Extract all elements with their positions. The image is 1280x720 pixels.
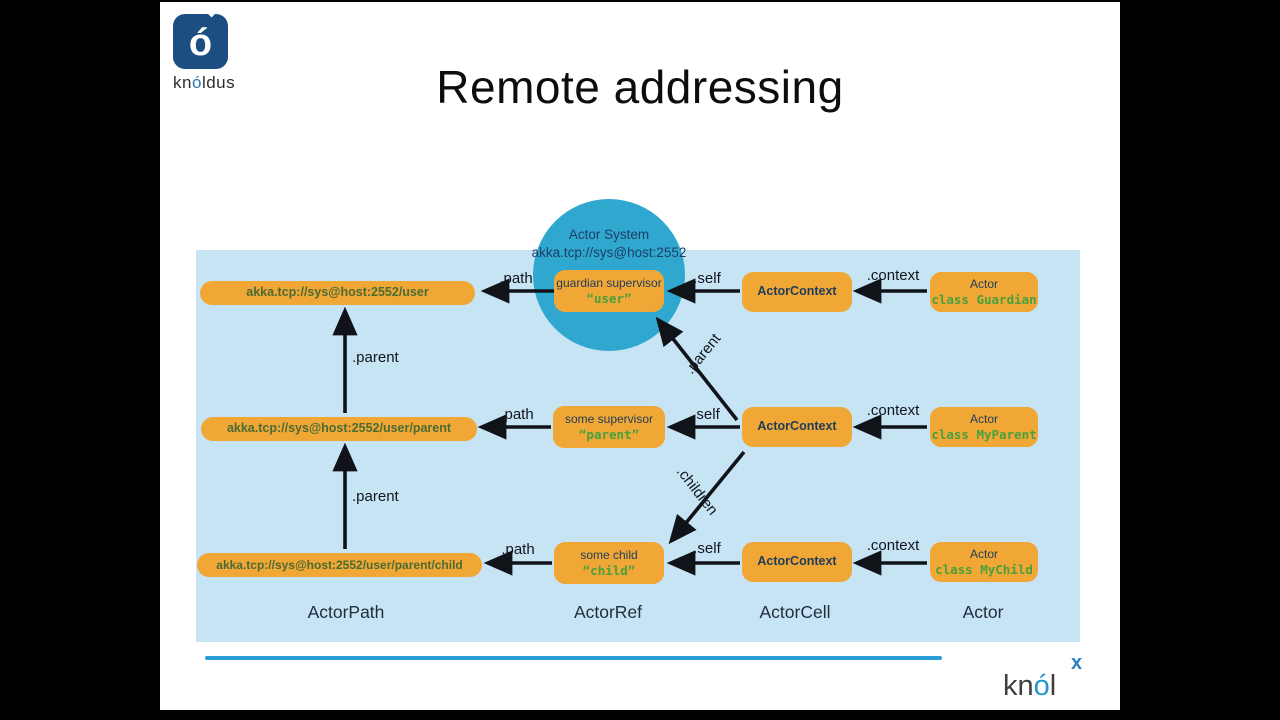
edge-label-parent-1: .parent [352,349,399,366]
edge-label-context-2: .context [866,402,920,419]
actor-path-child: akka.tcp://sys@host:2552/user/parent/chi… [197,553,482,577]
actor-system-label: Actor System akka.tcp://sys@host:2552 [515,226,703,262]
footer-divider-line [205,656,942,660]
actor-system-title: Actor System [568,227,650,242]
column-label-actorref: ActorRef [573,602,643,622]
actor-ref-guardian: guardian supervisor “user” [554,270,664,312]
presentation-slide: ó knóldus Remote addressing Actor System… [160,2,1120,710]
actor-class-mychild: Actor class MyChild [930,542,1038,582]
actor-cell-row2: ActorContext [742,407,852,447]
knoldus-logo-glyph: ó [188,21,213,64]
edge-label-path-2: .path [500,406,534,423]
edge-label-path-1: .path [499,270,533,287]
actor-class-guardian: Actor class Guardian [930,272,1038,312]
actor-ref-parent: some supervisor “parent” [553,406,665,448]
page-title: Remote addressing [436,61,844,113]
knoldus-logo: ó knóldus [173,14,243,93]
column-label-actorpath: ActorPath [307,602,385,622]
knolx-wordmark: knól [1003,670,1057,702]
edge-label-context-1: .context [866,267,920,284]
actor-path-parent: akka.tcp://sys@host:2552/user/parent [201,417,477,441]
actor-path-user: akka.tcp://sys@host:2552/user [200,281,475,305]
actor-cell-row3: ActorContext [742,542,852,582]
actor-ref-child: some child “child” [554,542,664,584]
edge-label-self-3: .self [693,540,721,557]
column-label-actor: Actor [962,602,1004,622]
knoldus-logo-wordmark: knóldus [173,73,236,92]
actor-cell-row1: ActorContext [742,272,852,312]
edge-label-self-1: .self [693,270,721,287]
knolx-x-superscript: x [1071,652,1083,674]
edge-label-self-2: .self [692,406,720,423]
edge-label-parent-2: .parent [352,488,399,505]
actor-addressing-diagram: Actor System akka.tcp://sys@host:2552 [160,2,1120,710]
knoldus-logo-icon: ó [173,14,228,69]
column-label-actorcell: ActorCell [759,602,831,622]
edge-label-context-3: .context [866,537,920,554]
actor-class-myparent: Actor class MyParent [930,407,1038,447]
actor-system-address: akka.tcp://sys@host:2552 [531,245,687,261]
edge-label-path-3: .path [501,541,535,558]
knolx-logo: knól x [945,638,1105,710]
